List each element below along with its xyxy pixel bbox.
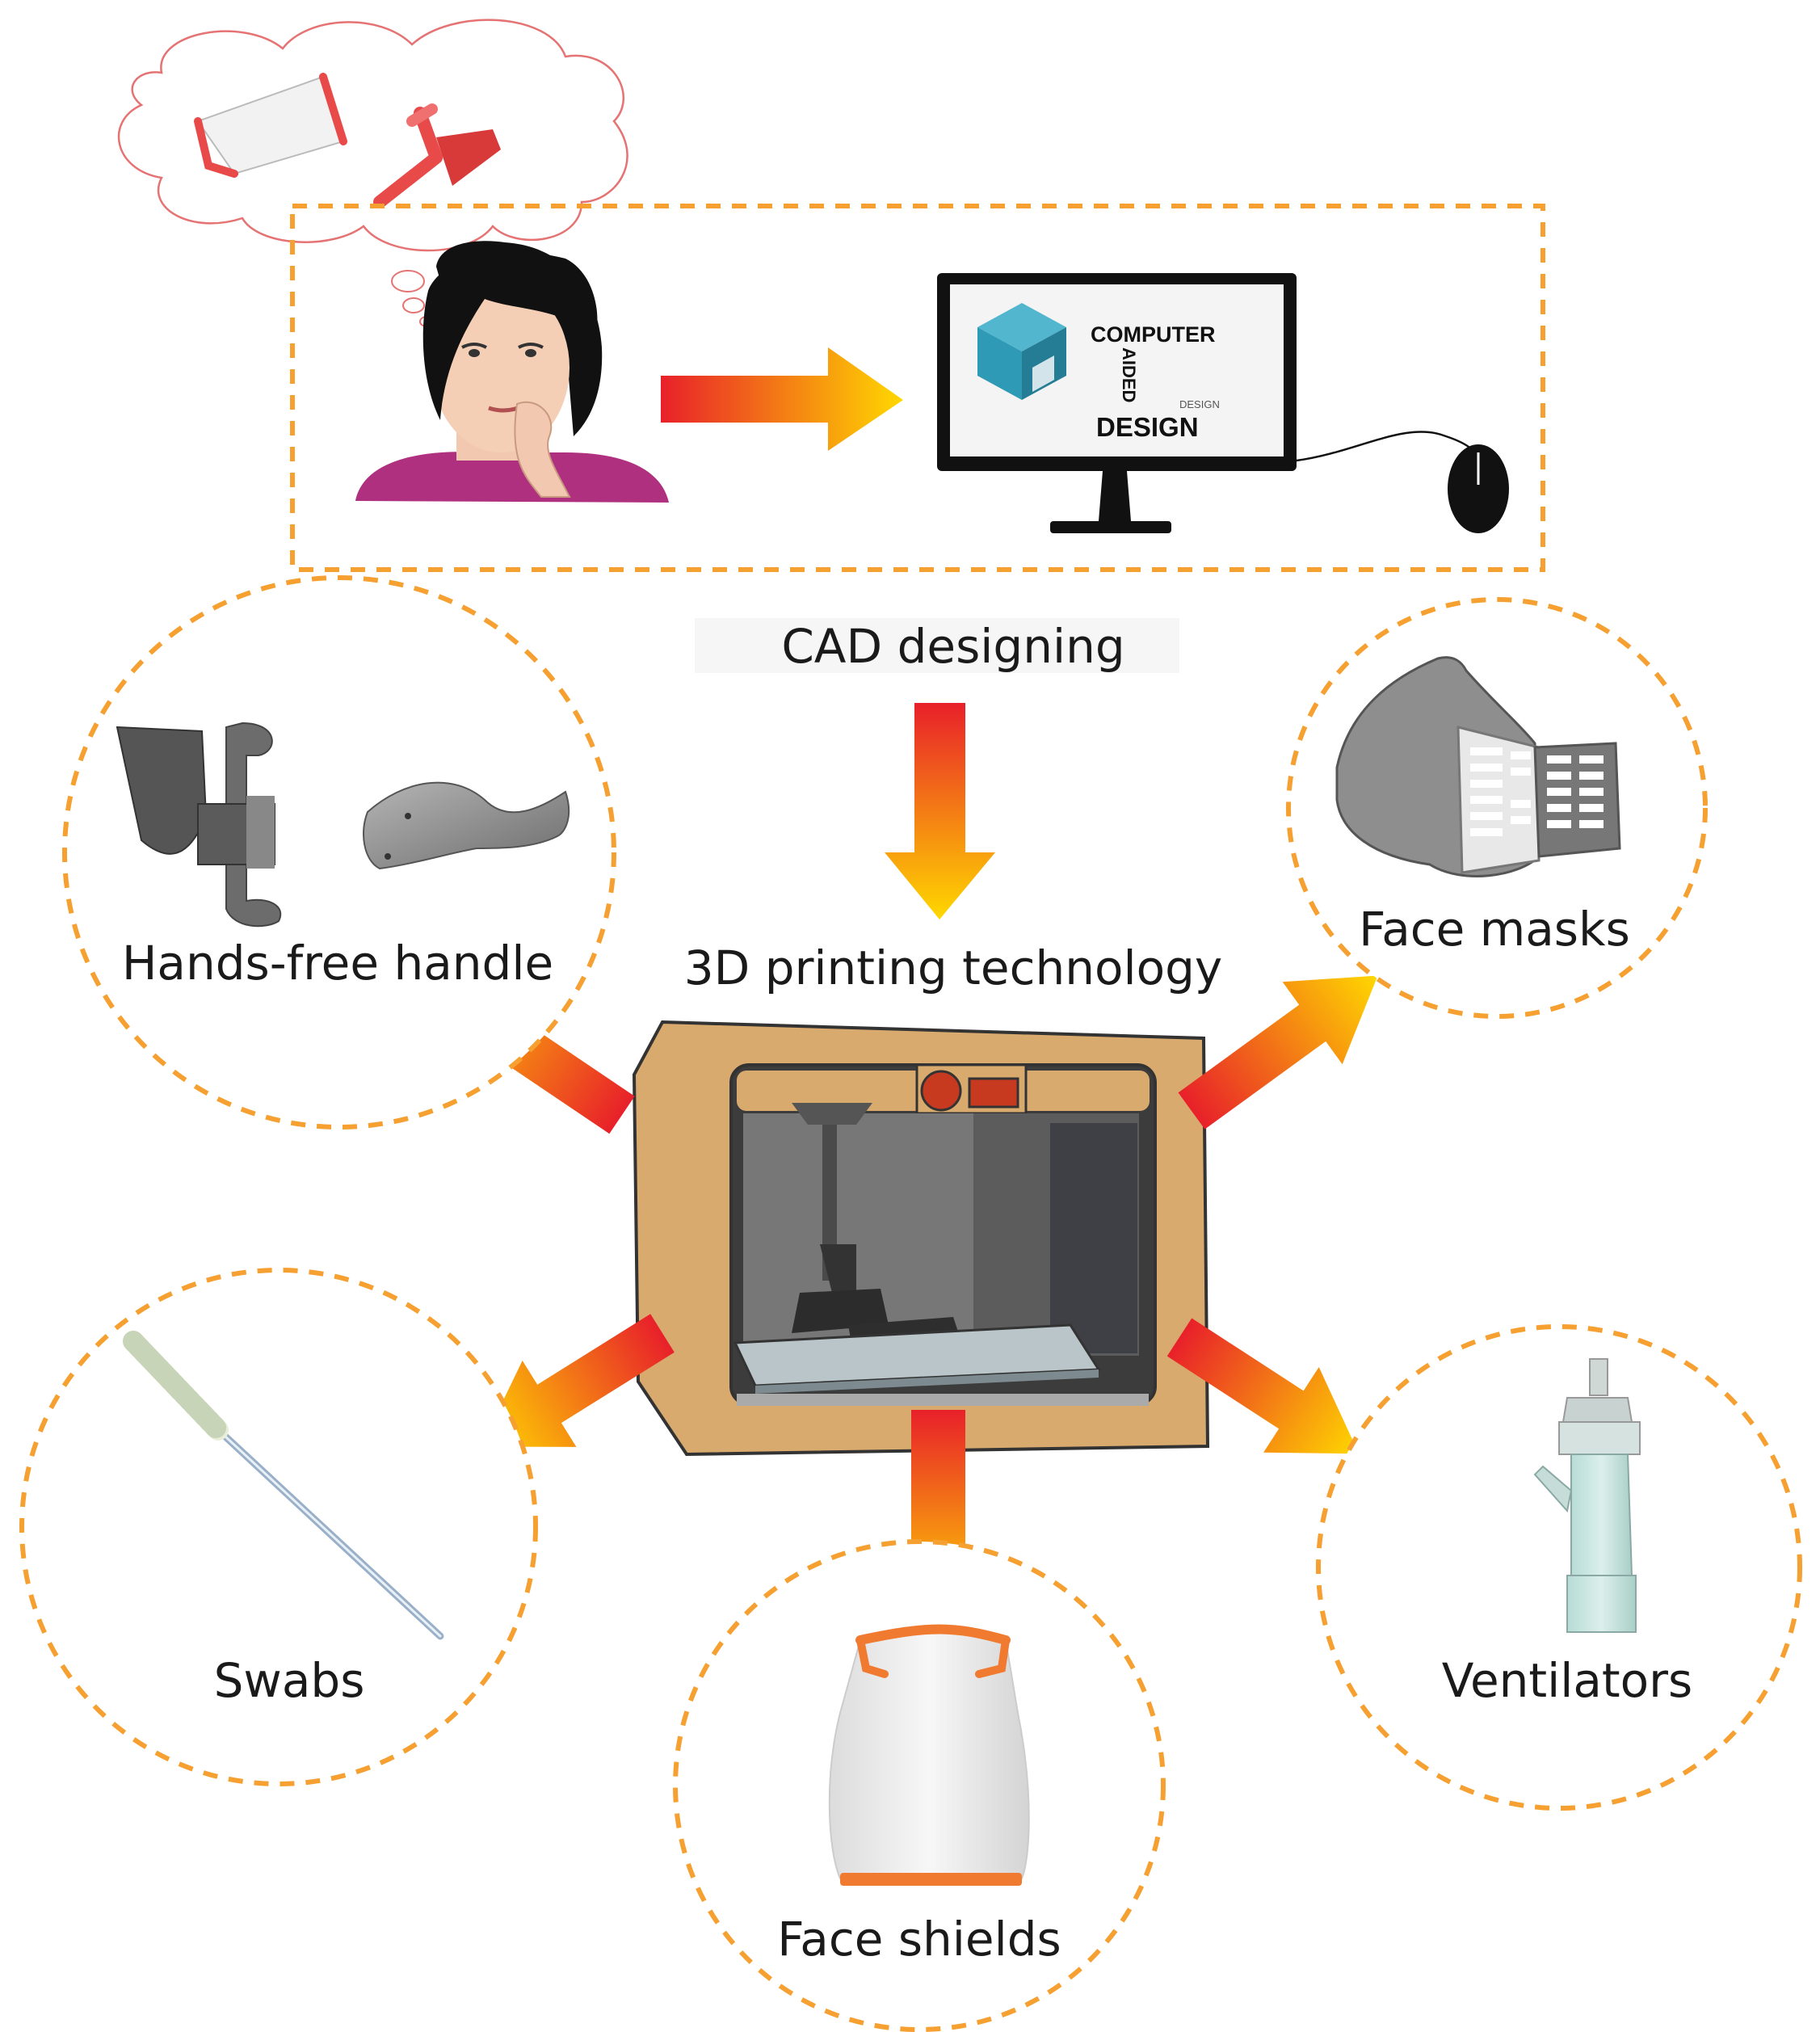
- cad-designing-label: CAD designing: [781, 619, 1124, 674]
- monitor-word-computer: COMPUTER: [1091, 322, 1216, 347]
- hands-free-plate-icon: [363, 781, 570, 870]
- product-ventilators-group: Ventilators: [1316, 1324, 1802, 1811]
- thought-cloud: [117, 19, 628, 327]
- cad-monitor-illustration: COMPUTER AIDED DESIGN DESIGN: [937, 273, 1509, 533]
- cad-label-bg: [695, 618, 1179, 673]
- swab-icon: [123, 1331, 444, 1640]
- face-shield-icon: [828, 1624, 1030, 1886]
- swabs-label: Swabs: [214, 1653, 365, 1708]
- arrow-to-swabs: [481, 1314, 675, 1447]
- arrow-to-computer: [661, 347, 903, 451]
- product-swabs-group: Swabs: [19, 1268, 538, 1786]
- arrow-to-masks: [1178, 975, 1378, 1130]
- printing-technology-label: 3D printing technology: [684, 940, 1222, 995]
- monitor-word-aided: AIDED: [1119, 347, 1139, 402]
- cloud-handle-icon: [373, 103, 501, 208]
- ventilator-part-icon: [1533, 1358, 1641, 1633]
- hands-free-handle-icon: [116, 722, 282, 928]
- ventilators-label: Ventilators: [1442, 1653, 1692, 1708]
- face-mask-icon: [1335, 656, 1621, 877]
- arrow-to-ventilators: [1166, 1318, 1360, 1454]
- mouse-icon: [1448, 444, 1509, 533]
- cad-process-box: [290, 204, 1545, 572]
- arrow-cad-to-printing: [885, 703, 995, 919]
- product-shields-group: Face shields: [673, 1539, 1166, 2032]
- product-masks-group: Face masks: [1286, 597, 1708, 1019]
- thinking-woman-illustration: [355, 241, 669, 503]
- 3d-printer-illustration: [632, 1020, 1210, 1457]
- cloud-face-shield-icon: [194, 73, 347, 178]
- monitor-word-design: DESIGN: [1096, 412, 1199, 442]
- hands-free-handle-label: Hands-free handle: [122, 936, 553, 991]
- product-handle-group: Hands-free handle: [62, 575, 616, 1130]
- face-shields-label: Face shields: [777, 1912, 1061, 1967]
- cad-cube-icon: [977, 303, 1066, 400]
- monitor-word-design-small: DESIGN: [1179, 398, 1220, 410]
- face-masks-label: Face masks: [1359, 902, 1630, 957]
